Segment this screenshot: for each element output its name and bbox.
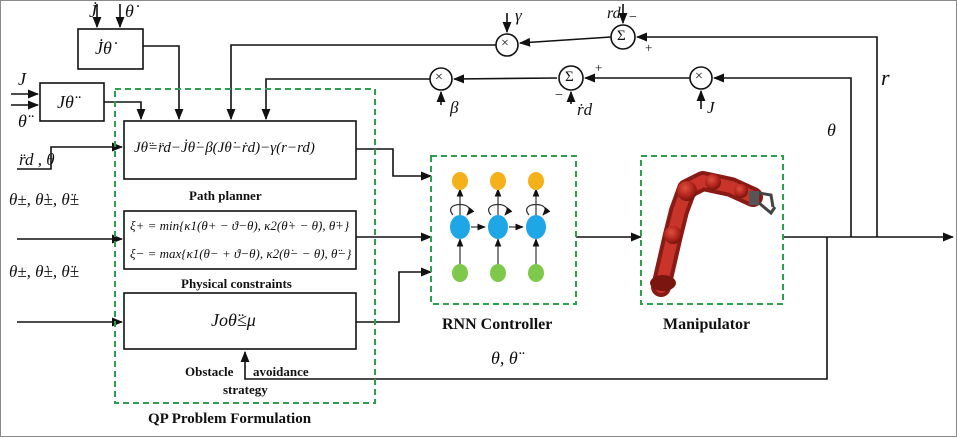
constraint-lower-equation: ξ− = max{κ1(θ− + ϑ−θ), κ2(θ̇− − θ̇), θ̈−… — [130, 246, 352, 261]
input-j: J — [18, 69, 26, 89]
input-theta-dot: θ̇ — [125, 1, 134, 21]
feedback-theta-label: θ, θ̈ — [491, 348, 518, 368]
path-planner-block — [123, 120, 357, 180]
sum-mid-plus: + — [595, 60, 603, 75]
beta-label: β — [450, 98, 459, 117]
robot-arm-icon — [650, 171, 777, 297]
path-planner-caption: Path planner — [189, 188, 262, 203]
block-jdot-thetadot-label: J̇θ̇ — [95, 38, 112, 58]
input-theta-ddot: θ̈ — [18, 111, 27, 131]
obstacle-equation: Joθ̈≤μ — [211, 310, 256, 330]
sum-top-symbol: Σ — [617, 28, 626, 44]
input-rd-theta: r̈d , θ — [19, 150, 55, 169]
input-j-dot: J̇ — [89, 1, 97, 21]
obstacle-caption-left: Obstacle — [185, 364, 234, 379]
rnn-controller-frame — [430, 155, 577, 305]
rnn-network-icon — [450, 172, 551, 282]
block-j-thetaddot-label: Jθ̈ — [57, 92, 74, 112]
j-gain-label: J — [707, 98, 715, 117]
theta-output-label: θ — [827, 120, 836, 140]
signal-wires — [11, 4, 955, 380]
sum-top-plus: + — [645, 40, 653, 55]
constraint-upper-equation: ξ+ = min{κ1(θ+ − ϑ−θ), κ2(θ̇+ − θ̇), θ̈+… — [130, 218, 350, 233]
rd-dot-label: ṙd — [577, 100, 593, 119]
qp-formulation-title: QP Problem Formulation — [148, 411, 312, 427]
multiply-beta-symbol: × — [435, 70, 443, 85]
multiply-j-symbol: × — [695, 69, 703, 84]
physical-constraints-block — [123, 210, 357, 270]
sum-mid-minus: − — [555, 88, 563, 103]
r-output-label: r — [881, 65, 890, 90]
obstacle-caption-bottom: strategy — [223, 382, 268, 397]
manipulator-frame — [640, 155, 784, 305]
qp-formulation-frame — [114, 88, 376, 404]
obstacle-caption-right: avoidance — [253, 364, 309, 379]
jdot-thetadot-block — [77, 28, 144, 70]
multiply-gamma-symbol: × — [501, 36, 509, 51]
gamma-label: γ — [515, 6, 522, 25]
path-planner-equation: Jθ̈=r̈d−J̇θ̇−β(Jθ̇−ṙd)−γ(r−rd) — [134, 140, 315, 156]
sum-mid-junction — [558, 65, 584, 91]
input-limits-1: θ±, θ̇±, θ̈± — [9, 190, 80, 209]
rnn-controller-title: RNN Controller — [442, 316, 553, 333]
obstacle-block — [123, 292, 357, 350]
physical-constraints-caption: Physical constraints — [181, 276, 292, 291]
rd-top-label: rd — [607, 5, 621, 22]
input-limits-2: θ±, θ̇±, θ̈± — [9, 262, 80, 281]
sum-top-minus: − — [629, 10, 637, 25]
manipulator-title: Manipulator — [663, 316, 751, 333]
sum-mid-symbol: Σ — [565, 69, 574, 85]
